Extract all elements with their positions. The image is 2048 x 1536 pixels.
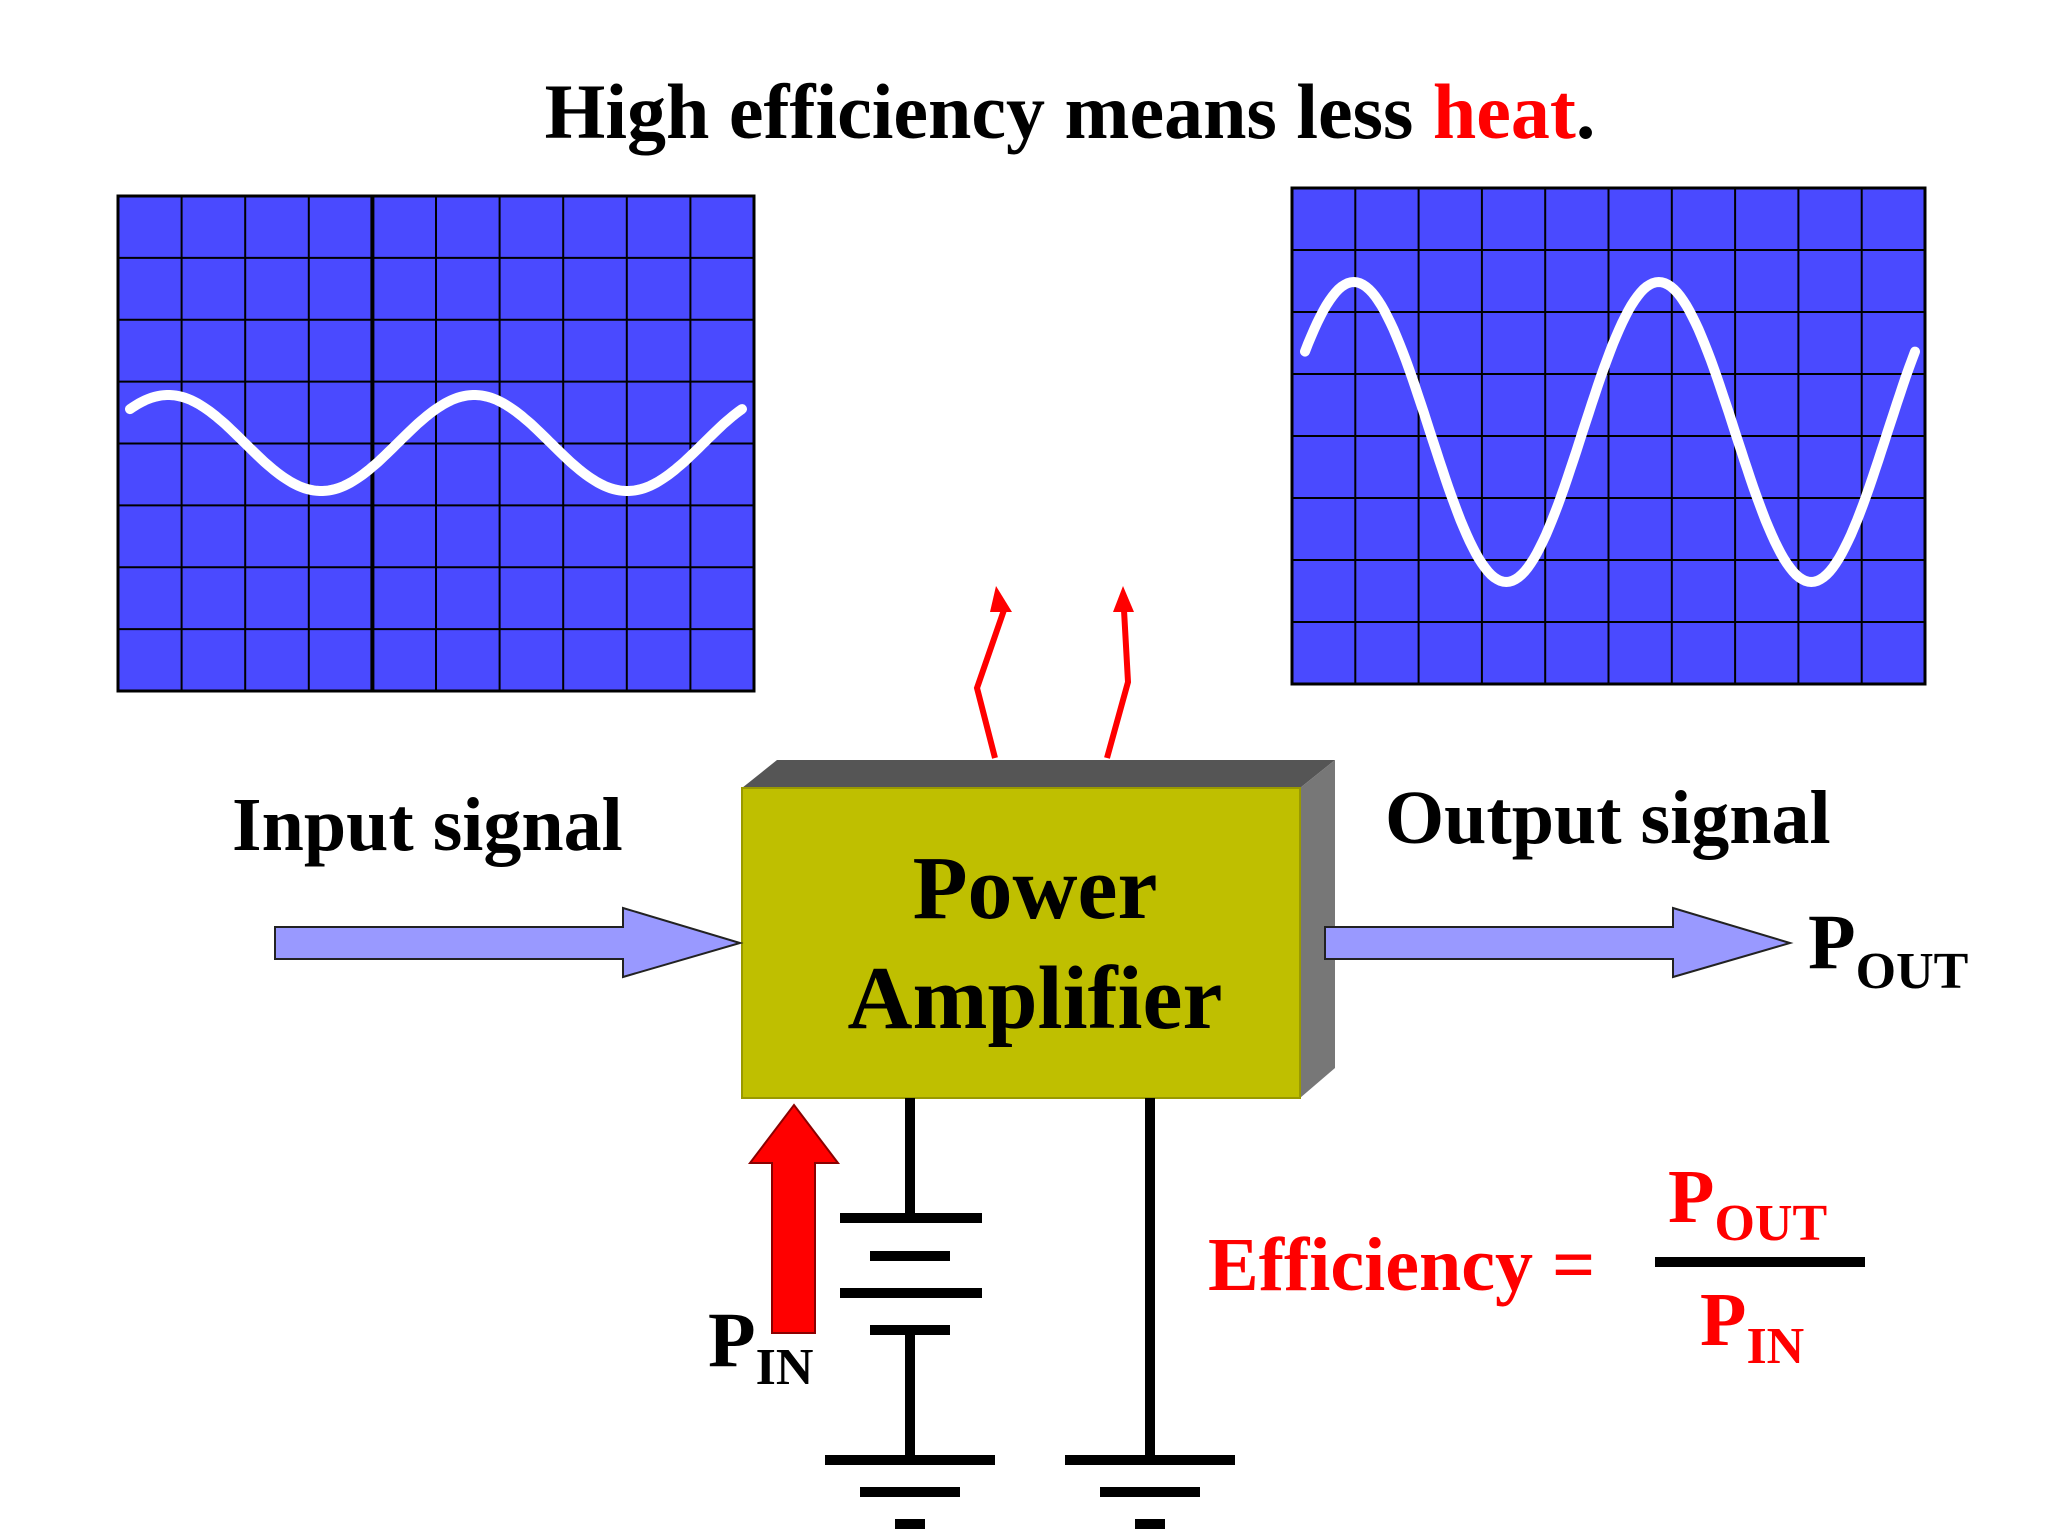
p-in-main: P xyxy=(708,1296,756,1383)
p-in-sub: IN xyxy=(756,1339,814,1396)
efficiency-formula: Efficiency = POUT PIN xyxy=(1208,1155,1865,1375)
output-waveform xyxy=(1300,276,1920,588)
title-period: . xyxy=(1576,68,1596,155)
amplifier-label-line2: Amplifier xyxy=(848,949,1223,1048)
heat-arrows xyxy=(973,586,1134,759)
p-in-label: PIN xyxy=(708,1296,813,1396)
input-signal-arrow xyxy=(274,906,744,979)
p-out-sub: OUT xyxy=(1856,943,1969,1000)
denominator-main: P xyxy=(1700,1278,1746,1362)
amplifier-side-face xyxy=(1300,760,1335,1098)
heat-arrow-left xyxy=(973,609,1007,759)
p-out-main: P xyxy=(1808,898,1856,985)
power-input-arrow xyxy=(747,1103,841,1334)
input-scope-grid xyxy=(118,196,754,691)
denominator-sub: IN xyxy=(1746,1318,1804,1375)
output-signal-label: Output signal xyxy=(1385,776,1831,860)
power-amplifier-block: Power Amplifier xyxy=(741,760,1335,1099)
efficiency-label: Efficiency = xyxy=(1208,1223,1595,1307)
title: High efficiency means less heat. xyxy=(545,68,1596,155)
ground-circuit xyxy=(1065,1098,1235,1529)
title-highlight: heat xyxy=(1433,68,1576,155)
battery-circuit xyxy=(825,1098,995,1529)
heat-arrow-left-head xyxy=(990,586,1012,612)
numerator-main: P xyxy=(1668,1155,1714,1239)
amplifier-top-face xyxy=(742,760,1335,788)
heat-arrow-right xyxy=(1104,609,1132,759)
amplifier-front-face xyxy=(741,787,1301,1099)
p-out-label: POUT xyxy=(1808,898,1968,1000)
efficiency-denominator: PIN xyxy=(1700,1278,1804,1375)
input-signal-label: Input signal xyxy=(232,783,623,867)
heat-arrow-right-head xyxy=(1113,586,1134,612)
numerator-sub: OUT xyxy=(1714,1195,1827,1252)
title-text: High efficiency means less xyxy=(545,68,1433,155)
output-scope xyxy=(1290,186,1927,686)
input-scope xyxy=(116,194,756,693)
amplifier-label-line1: Power xyxy=(913,839,1158,938)
output-signal-arrow xyxy=(1324,906,1794,979)
output-scope-grid xyxy=(1292,188,1925,684)
input-waveform xyxy=(125,390,747,496)
efficiency-numerator: POUT xyxy=(1668,1155,1827,1252)
